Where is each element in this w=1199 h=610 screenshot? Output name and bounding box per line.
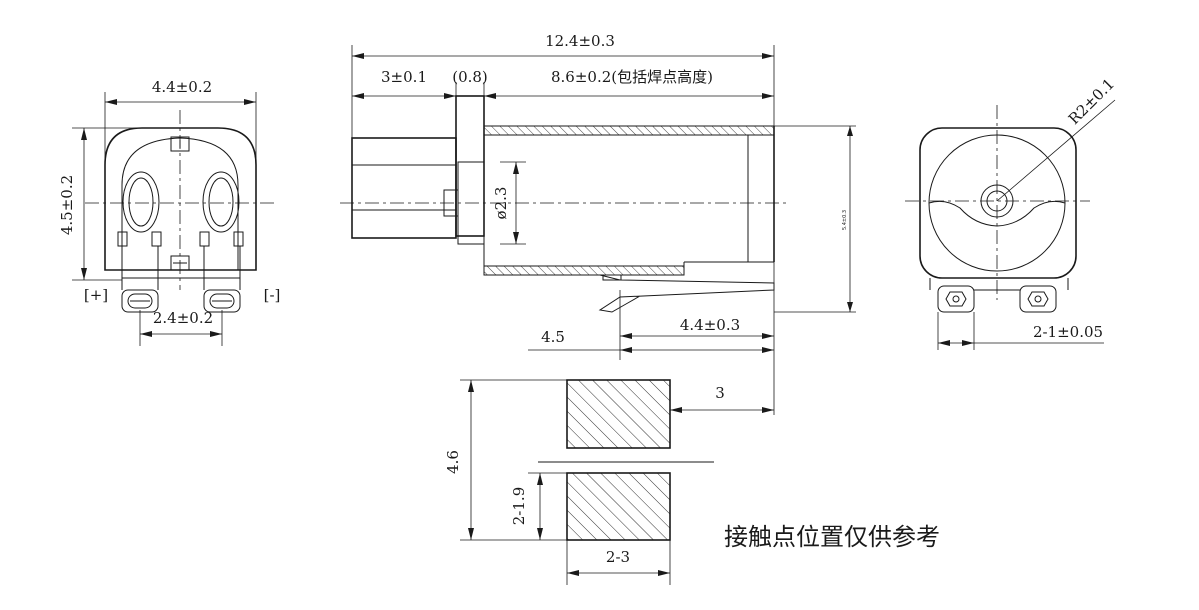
side-top-wall <box>483 125 775 136</box>
minus-terminal-label: [-] <box>264 286 281 304</box>
pad-height-dim: 2-1.9 <box>510 487 528 525</box>
flange-thickness-dim: (0.8) <box>452 68 488 86</box>
rear-length-dim: 3±0.1 <box>381 68 427 86</box>
pad-upper <box>566 379 671 449</box>
pad-detail: 3 4.6 2-1.9 2-3 <box>444 379 774 585</box>
rear-view: R2±0.1 2-1±0.05 <box>905 75 1118 350</box>
rear-pad-spacing-dim: 2-1±0.05 <box>1033 323 1103 341</box>
side-contact-spring <box>598 274 775 313</box>
reference-note: 接触点位置仅供参考 <box>724 523 940 551</box>
front-left-oval <box>122 171 160 233</box>
pad-width-dim: 2-3 <box>606 548 630 566</box>
front-width-dim: 4.4±0.2 <box>152 78 212 96</box>
body-length-dim: 8.6±0.2(包括焊点高度) <box>551 68 713 86</box>
front-body-outline <box>104 127 257 271</box>
rear-right-pad <box>1019 285 1057 313</box>
side-view: ø2.3 12.4±0.3 3±0.1 (0.8) 8.6±0.2(包括焊点高度… <box>340 32 856 415</box>
pad-total-height-dim: 4.6 <box>444 450 462 474</box>
front-right-oval <box>202 171 240 233</box>
pad-lower <box>566 472 671 541</box>
shaft-diameter-dim: ø2.3 <box>492 187 510 220</box>
front-top-tab <box>170 136 190 152</box>
rear-left-pad <box>937 285 975 313</box>
plus-terminal-label: [+] <box>84 286 108 304</box>
pad-gap-dim: 3 <box>715 384 725 402</box>
contact-length-dim: 4.4±0.3 <box>680 316 740 334</box>
side-flange <box>455 95 485 237</box>
side-rear-cap <box>351 137 457 239</box>
side-bottom-wall <box>483 265 685 276</box>
total-length-dim: 12.4±0.3 <box>545 32 615 50</box>
front-pad-spacing-dim: 2.4±0.2 <box>153 309 213 327</box>
rear-body-outline <box>919 127 1077 279</box>
front-height-dim: 4.5±0.2 <box>58 175 76 235</box>
front-view: 4.4±0.2 4.5±0.2 [+] [-] 2.4±0.2 <box>58 78 280 346</box>
side-height-dim: 5.4±0.3 <box>842 210 848 230</box>
contact-length-short-dim: 4.5 <box>541 328 565 346</box>
